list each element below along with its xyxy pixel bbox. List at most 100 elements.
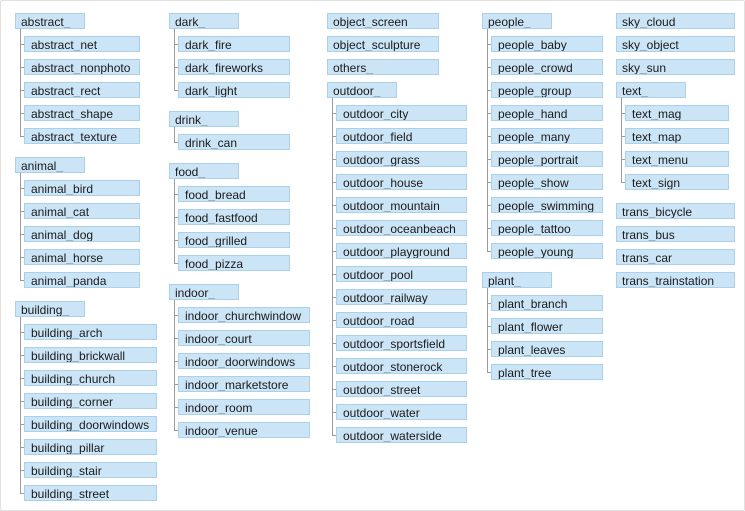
tree-node-indoor_[interactable]: indoor_ [169, 284, 239, 300]
tree-node-indoor_room[interactable]: indoor_room [178, 399, 310, 415]
tree-node-animal_cat[interactable]: animal_cat [24, 203, 140, 219]
tree-node-abstract_[interactable]: abstract_ [15, 13, 85, 29]
tree-node-object_sculpture[interactable]: object_sculpture [327, 36, 439, 52]
tree-node-abstract_rect[interactable]: abstract_rect [24, 82, 140, 98]
tree-node-food_fastfood[interactable]: food_fastfood [178, 209, 290, 225]
tree-node-text_menu[interactable]: text_menu [625, 151, 729, 167]
tree-node-people_portrait[interactable]: people_portrait [491, 151, 603, 167]
tree-node-plant_tree[interactable]: plant_tree [491, 364, 603, 380]
tree-node-outdoor_water[interactable]: outdoor_water [336, 404, 467, 420]
tree-node-building_pillar[interactable]: building_pillar [24, 439, 157, 455]
tree-node-people_show[interactable]: people_show [491, 174, 603, 190]
tree-column-4: people_ people_baby people_crowd people_gro… [482, 13, 603, 386]
tree-node-indoor_venue[interactable]: indoor_venue [178, 422, 310, 438]
tree-node-people_baby[interactable]: people_baby [491, 36, 603, 52]
tree-node-abstract_nonphoto[interactable]: abstract_nonphoto [24, 59, 140, 75]
tree-child-wrap: indoor_court [174, 330, 310, 346]
tree-node-trans_car[interactable]: trans_car [616, 249, 735, 265]
tree-node-animal_horse[interactable]: animal_horse [24, 249, 140, 265]
tree-child-wrap: plant_leaves [487, 341, 603, 357]
tree-node-building_church[interactable]: building_church [24, 370, 157, 386]
tree-node-outdoor_[interactable]: outdoor_ [327, 82, 397, 98]
tree-node-people_many[interactable]: people_many [491, 128, 603, 144]
tree-node-object_screen[interactable]: object_screen [327, 13, 439, 29]
tree-node-outdoor_grass[interactable]: outdoor_grass [336, 151, 467, 167]
tree-child-wrap: people_portrait [487, 151, 603, 167]
tree-node-outdoor_house[interactable]: outdoor_house [336, 174, 467, 190]
tree-node-food_[interactable]: food_ [169, 163, 239, 179]
tree-node-text_map[interactable]: text_map [625, 128, 729, 144]
tree-node-outdoor_pool[interactable]: outdoor_pool [336, 266, 467, 282]
tree-node-building_brickwall[interactable]: building_brickwall [24, 347, 157, 363]
tree-node-people_hand[interactable]: people_hand [491, 105, 603, 121]
tree-node-food_pizza[interactable]: food_pizza [178, 255, 290, 271]
tree-node-trans_bicycle[interactable]: trans_bicycle [616, 203, 735, 219]
tree-node-building_stair[interactable]: building_stair [24, 462, 157, 478]
tree-node-trans_trainstation[interactable]: trans_trainstation [616, 272, 735, 288]
tree-node-animal_panda[interactable]: animal_panda [24, 272, 140, 288]
tree-node-text_[interactable]: text_ [616, 82, 686, 98]
tree-node-outdoor_field[interactable]: outdoor_field [336, 128, 467, 144]
tree-node-people_tattoo[interactable]: people_tattoo [491, 220, 603, 236]
tree-node-plant_[interactable]: plant_ [482, 272, 552, 288]
tree-node-people_[interactable]: people_ [482, 13, 552, 29]
tree-node-building_doorwindows[interactable]: building_doorwindows [24, 416, 157, 432]
tree-node-food_bread[interactable]: food_bread [178, 186, 290, 202]
tree-node-people_crowd[interactable]: people_crowd [491, 59, 603, 75]
tree-node-building_arch[interactable]: building_arch [24, 324, 157, 340]
tree-node-sky_object[interactable]: sky_object [616, 36, 735, 52]
tree-node-abstract_texture[interactable]: abstract_texture [24, 128, 140, 144]
tree-node-people_young[interactable]: people_young [491, 243, 603, 259]
tree-node-outdoor_sportsfield[interactable]: outdoor_sportsfield [336, 335, 467, 351]
tree-group-trans_trainstation: trans_trainstation [616, 272, 735, 288]
tree-node-food_grilled[interactable]: food_grilled [178, 232, 290, 248]
tree-node-outdoor_waterside[interactable]: outdoor_waterside [336, 427, 467, 443]
tree-node-sky_sun[interactable]: sky_sun [616, 59, 735, 75]
tree-node-plant_flower[interactable]: plant_flower [491, 318, 603, 334]
tree-node-animal_[interactable]: animal_ [15, 157, 85, 173]
tree-node-people_swimming[interactable]: people_swimming [491, 197, 603, 213]
tree-child-wrap: outdoor_playground [332, 243, 467, 259]
tree-node-outdoor_railway[interactable]: outdoor_railway [336, 289, 467, 305]
tree-node-dark_fire[interactable]: dark_fire [178, 36, 290, 52]
tree-node-building_[interactable]: building_ [15, 301, 85, 317]
tree-child-wrap: building_doorwindows [20, 416, 157, 432]
tree-node-people_group[interactable]: people_group [491, 82, 603, 98]
tree-node-indoor_doorwindows[interactable]: indoor_doorwindows [178, 353, 310, 369]
tree-node-text_sign[interactable]: text_sign [625, 174, 729, 190]
tree-node-text_mag[interactable]: text_mag [625, 105, 729, 121]
tree-node-outdoor_road[interactable]: outdoor_road [336, 312, 467, 328]
tree-node-outdoor_stonerock[interactable]: outdoor_stonerock [336, 358, 467, 374]
tree-node-animal_dog[interactable]: animal_dog [24, 226, 140, 242]
tree-node-outdoor_city[interactable]: outdoor_city [336, 105, 467, 121]
tree-node-drink_[interactable]: drink_ [169, 111, 239, 127]
tree-node-drink_can[interactable]: drink_can [178, 134, 290, 150]
tree-node-abstract_net[interactable]: abstract_net [24, 36, 140, 52]
tree-node-plant_leaves[interactable]: plant_leaves [491, 341, 603, 357]
tree-node-outdoor_oceanbeach[interactable]: outdoor_oceanbeach [336, 220, 467, 236]
tree-node-outdoor_street[interactable]: outdoor_street [336, 381, 467, 397]
tree-children-dark_: dark_fire dark_fireworks dark_light [169, 29, 310, 98]
tree-node-plant_branch[interactable]: plant_branch [491, 295, 603, 311]
tree-node-dark_[interactable]: dark_ [169, 13, 239, 29]
tree-child-wrap: building_brickwall [20, 347, 157, 363]
tree-node-abstract_shape[interactable]: abstract_shape [24, 105, 140, 121]
tree-node-dark_fireworks[interactable]: dark_fireworks [178, 59, 290, 75]
tree-child-wrap: outdoor_waterside [332, 427, 467, 443]
tree-node-indoor_churchwindow[interactable]: indoor_churchwindow [178, 307, 310, 323]
tree-node-indoor_marketstore[interactable]: indoor_marketstore [178, 376, 310, 392]
tree-child-wrap: abstract_rect [20, 82, 157, 98]
tree-node-building_street[interactable]: building_street [24, 485, 157, 501]
tree-node-trans_bus[interactable]: trans_bus [616, 226, 735, 242]
tree-child-wrap: people_tattoo [487, 220, 603, 236]
tree-node-others_[interactable]: others_ [327, 59, 439, 75]
tree-node-outdoor_playground[interactable]: outdoor_playground [336, 243, 467, 259]
tree-node-sky_cloud[interactable]: sky_cloud [616, 13, 735, 29]
tree-node-outdoor_mountain[interactable]: outdoor_mountain [336, 197, 467, 213]
tree-group-object_sculpture: object_sculpture [327, 36, 467, 52]
tree-node-indoor_court[interactable]: indoor_court [178, 330, 310, 346]
tree-node-dark_light[interactable]: dark_light [178, 82, 290, 98]
tree-node-building_corner[interactable]: building_corner [24, 393, 157, 409]
tree-node-animal_bird[interactable]: animal_bird [24, 180, 140, 196]
